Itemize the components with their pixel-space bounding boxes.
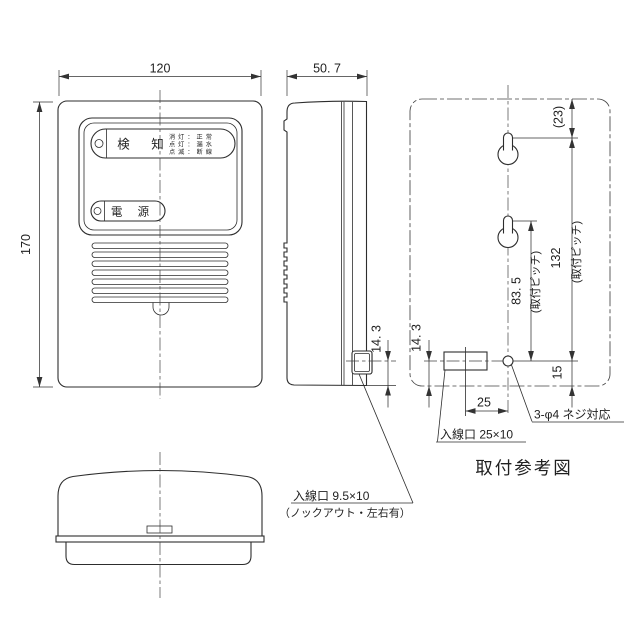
front-view: 検 知 消灯：正常 点灯：漏水 点滅：断線 電 源 120 <box>19 62 263 399</box>
detect-legend-line2: 点灯：漏水 <box>169 141 215 149</box>
power-label: 電 源 <box>111 205 155 219</box>
screw-hole <box>502 355 514 367</box>
dim-entry-center-text: 25 <box>477 396 491 410</box>
power-led-icon <box>93 207 102 215</box>
dim-top-offset: (23) <box>552 99 575 138</box>
dim-entry-center: 25 <box>465 396 508 414</box>
screw-note: 3-φ4 ネジ対応 <box>511 364 624 423</box>
dim-bottom-offset: 15 <box>551 361 575 408</box>
dim-lower-pitch-label: (取付ピッチ) <box>529 251 542 313</box>
side-view: 50. 7 14. 3 <box>283 62 414 504</box>
dim-side-depth: 50. 7 <box>286 62 368 96</box>
keyhole-slot-lower <box>497 215 519 249</box>
side-body-outline <box>283 100 373 387</box>
power-indicator-plate <box>90 200 166 222</box>
side-entry-note-line2: （ノックアウト・左右有） <box>279 506 411 520</box>
dim-top-offset-text: (23) <box>552 106 566 128</box>
dim-mount-pitch-label: (取付ピッチ) <box>570 221 583 283</box>
side-entry-note-line1: 入線口 9.5×10 <box>293 488 370 503</box>
bottom-base-outline <box>65 542 252 566</box>
side-knockout-outer <box>351 350 373 375</box>
front-panel-outer <box>78 117 243 236</box>
front-panel-inner <box>83 122 238 231</box>
detect-legend-line1: 消灯：正常 <box>169 133 215 141</box>
side-entry-note: 入線口 9.5×10 （ノックアウト・左右有） <box>279 488 413 520</box>
side-knockout-inner <box>354 353 370 372</box>
dim-front-width-text: 120 <box>150 62 171 76</box>
bottom-entry-knockout <box>146 525 173 534</box>
dim-mount-pitch: 132 (取付ピッチ) <box>549 138 583 361</box>
dim-front-height: 170 <box>19 101 53 388</box>
dim-mounting-entry-height-text: 14. 3 <box>410 324 424 352</box>
detect-led-icon <box>94 139 104 148</box>
dim-front-width: 120 <box>58 62 262 96</box>
dim-mounting-entry-height: 14. 3 <box>410 324 432 408</box>
mounting-view: (23) 132 (取付ピッチ) 83. 5 (取付ピッチ) 15 14. 3 <box>409 85 624 478</box>
sensor-notch <box>152 302 170 316</box>
detect-legend-line3: 点滅：断線 <box>169 148 215 156</box>
detect-indicator-plate <box>90 128 236 159</box>
mounting-plate-border <box>409 98 611 387</box>
detect-label: 検 知 <box>117 138 172 152</box>
keyhole-slot-top <box>497 132 519 166</box>
screw-note-text: 3-φ4 ネジ対応 <box>534 408 610 422</box>
dim-side-entry-height: 14. 3 <box>370 325 391 408</box>
mounting-entry-note-text: 入線口 25×10 <box>440 427 513 442</box>
dim-front-height-text: 170 <box>19 234 33 255</box>
knockout-leader-line <box>358 373 414 504</box>
dim-bottom-offset-text: 15 <box>551 366 565 380</box>
dim-side-entry-height-text: 14. 3 <box>370 325 384 353</box>
dim-lower-pitch-text: 83. 5 <box>510 277 524 305</box>
dim-mount-pitch-text: 132 <box>549 248 563 269</box>
mounting-entry-note: 入線口 25×10 <box>436 369 526 443</box>
dim-side-depth-text: 50. 7 <box>313 62 341 76</box>
dim-lower-pitch: 83. 5 (取付ピッチ) <box>510 221 542 361</box>
bottom-view <box>55 452 265 598</box>
mounting-view-title: 取付参考図 <box>475 458 573 478</box>
